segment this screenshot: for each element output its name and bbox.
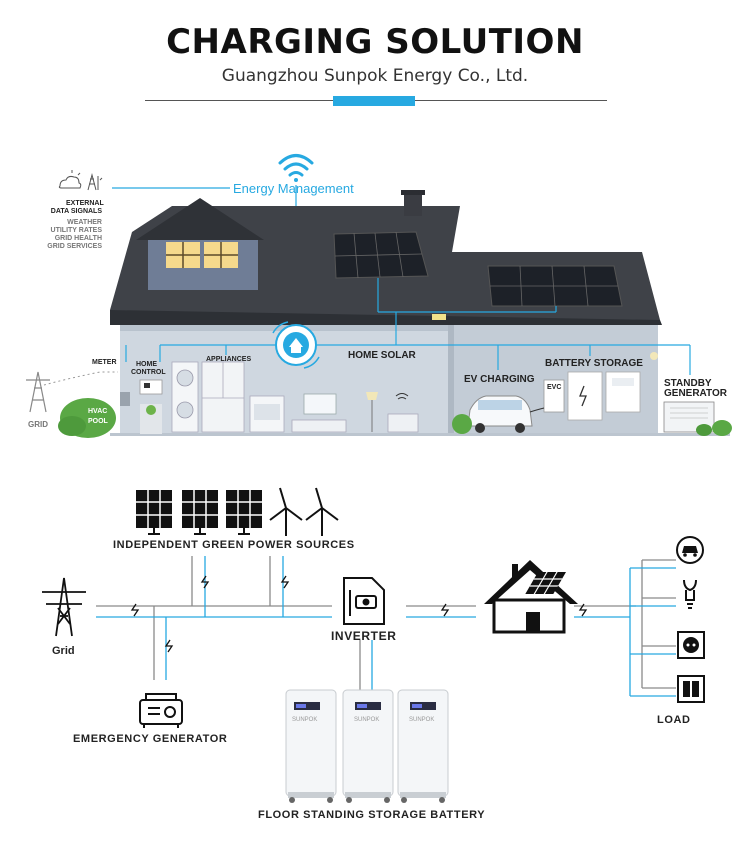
green-sources-label: INDEPENDENT GREEN POWER SOURCES	[113, 539, 355, 551]
ev-charger	[543, 379, 565, 413]
energy-hub-icon	[272, 321, 320, 369]
emergency-generator-icon	[139, 693, 183, 728]
storage-battery-3	[397, 689, 449, 803]
battery-brand-3: SUNPOK	[409, 717, 435, 723]
car-load-icon	[676, 536, 704, 564]
meter-label: METER	[92, 359, 117, 366]
tower-icon	[87, 173, 103, 191]
header-accent-bar	[333, 96, 415, 106]
inverter-icon	[343, 577, 385, 625]
storage-battery-1	[285, 689, 337, 803]
inverter-label: INVERTER	[331, 629, 397, 643]
wifi-icon	[278, 154, 314, 182]
solar-panel-icon	[136, 490, 262, 535]
signal-grid-services: GRID SERVICES	[47, 243, 102, 250]
company-name: Guangzhou Sunpok Energy Co., Ltd.	[221, 66, 529, 86]
home-control-label: HOME	[136, 361, 157, 368]
wind-turbine-icon	[269, 487, 339, 536]
storage-battery-2	[342, 689, 394, 803]
home-solar-label: HOME SOLAR	[348, 350, 416, 361]
battery-storage-label: BATTERY STORAGE	[545, 358, 643, 369]
battery-label: FLOOR STANDING STORAGE BATTERY	[258, 809, 486, 821]
appliances-label: APPLIANCES	[206, 356, 252, 363]
grid-tower-icon-lower	[42, 577, 86, 637]
standby-generator-label-2: GENERATOR	[664, 388, 727, 399]
battery-brand-2: SUNPOK	[354, 717, 380, 723]
external-signals-heading: EXTERNAL	[66, 200, 104, 207]
grid-label-house: GRID	[28, 420, 48, 429]
roof-solar-panel-right	[487, 265, 623, 307]
signal-utility-rates: UTILITY RATES	[50, 227, 102, 234]
home-control-label-2: CONTROL	[131, 369, 166, 376]
battery-brand-1: SUNPOK	[292, 717, 318, 723]
grid-label: Grid	[52, 645, 75, 657]
tv	[303, 393, 337, 415]
roof-solar-panel-left	[333, 231, 429, 279]
grid-tower-icon	[26, 371, 50, 413]
ev-charging-label: EV CHARGING	[464, 374, 535, 385]
page-title: CHARGING SOLUTION	[166, 22, 584, 62]
load-label: LOAD	[657, 714, 691, 726]
evc-label: EVC	[547, 384, 562, 391]
energy-management-label: Energy Management	[233, 181, 354, 196]
lightning-icon	[130, 575, 588, 653]
signal-weather: WEATHER	[67, 219, 102, 226]
standby-generator-label: STANDBY	[664, 378, 712, 389]
house-icon	[484, 560, 578, 634]
switch-icon	[677, 675, 705, 703]
ev-car	[467, 395, 533, 433]
emergency-generator-label: EMERGENCY GENERATOR	[73, 733, 228, 745]
power-outlet-icon	[677, 631, 705, 659]
signal-grid-health: GRID HEALTH	[54, 235, 102, 242]
external-signals-heading-2: DATA SIGNALS	[50, 208, 102, 215]
hvac-label: HVAC	[88, 408, 108, 415]
pool-label: POOL	[88, 418, 108, 425]
appliances-group	[171, 361, 285, 433]
wifi-small-icon	[395, 393, 409, 400]
cloud-sun-icon	[58, 170, 82, 189]
light-bulb-icon	[683, 579, 697, 609]
